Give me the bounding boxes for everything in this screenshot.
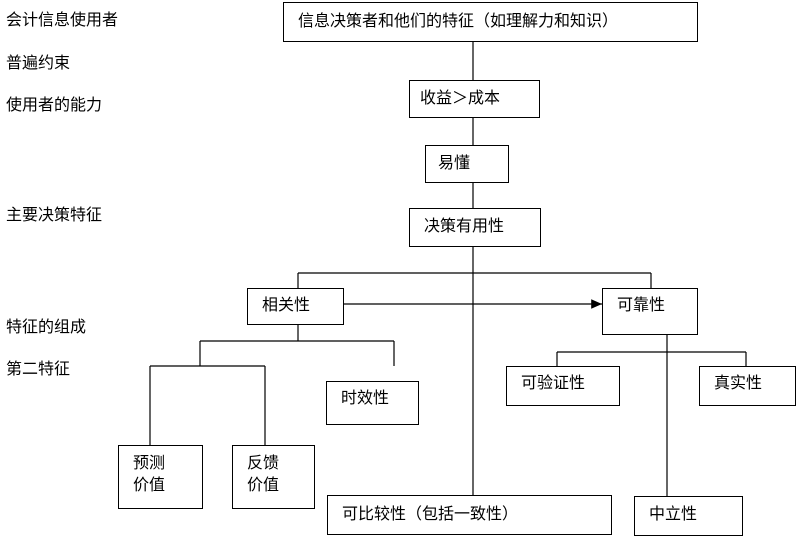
node-verifiability: 可验证性	[506, 366, 620, 406]
label-info-users: 会计信息使用者	[6, 10, 119, 29]
node-predictive-value: 预测 价值	[118, 445, 203, 509]
node-benefit-cost: 收益＞成本	[409, 80, 540, 118]
node-decision-usefulness: 决策有用性	[409, 208, 541, 247]
node-decision-makers: 信息决策者和他们的特征（如理解力和知识）	[283, 2, 698, 42]
node-relevance: 相关性	[247, 288, 344, 325]
node-timeliness: 时效性	[326, 381, 419, 425]
node-understandability: 易懂	[425, 145, 509, 183]
node-reliability: 可靠性	[602, 288, 698, 335]
label-user-ability: 使用者的能力	[6, 95, 103, 114]
label-universal-constraint: 普遍约束	[6, 53, 71, 72]
node-representational-faithfulness: 真实性	[699, 366, 796, 406]
node-feedback-value: 反馈 价值	[232, 445, 315, 509]
node-neutrality: 中立性	[634, 496, 743, 536]
node-comparability: 可比较性（包括一致性）	[327, 495, 612, 535]
label-secondary-quality: 第二特征	[6, 359, 71, 378]
label-components: 特征的组成	[6, 317, 87, 336]
label-primary-decision-quality: 主要决策特征	[6, 205, 103, 224]
